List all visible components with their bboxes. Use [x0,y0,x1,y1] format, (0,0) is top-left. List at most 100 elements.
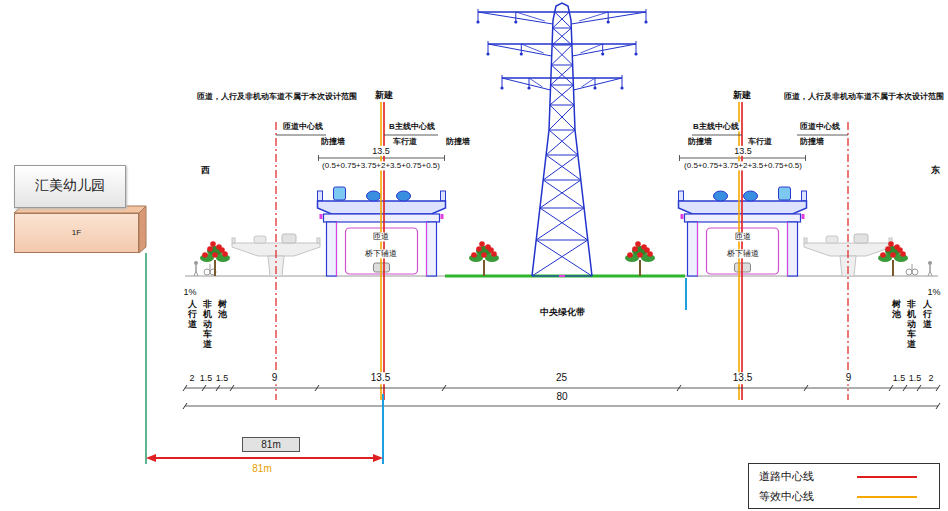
tower-brace [543,180,584,208]
tower-strut [549,130,575,131]
insulator-string [502,78,503,87]
slope-label: 1% [926,287,941,297]
crash-barrier [318,191,323,201]
lane-label: 非机动车道 [907,300,916,349]
dimension-tick [202,385,206,391]
lane-label: 中央绿化带 [539,307,586,317]
lane-label: 非机动车道 [203,300,212,349]
ramp-barrier [804,238,807,243]
dimension-text: 25 [555,372,568,384]
part-label: 防撞墙 [687,137,713,146]
insulator-end [634,52,637,55]
tower-strut [551,65,572,66]
bicycle-rider [912,264,913,272]
dimension-text: 13.5 [733,146,753,156]
crossarm-tip [502,75,503,78]
tower-brace [540,208,588,240]
ramp-vehicle [282,234,296,243]
transmission-tower [476,3,647,276]
pedestrian-leg [928,271,930,276]
tree-flower [476,246,482,252]
pedestrian-body [929,265,931,271]
part-label: 防撞墙 [320,137,346,146]
dimension-tick [805,155,806,161]
ramp-barrier [317,238,320,243]
pedestrian-icon [194,261,198,276]
insulator-string [521,44,522,53]
lane-label: 树池 [218,300,227,320]
pedestrian-head [194,261,198,265]
tower-crossarm [478,11,646,13]
dimension-text: 13.5 [370,372,391,384]
node-label: 1F [72,228,81,237]
bicycle-icon [906,264,918,275]
bearing-mark [681,214,684,219]
tower-crossarm-brace [582,78,595,87]
tree-flower [210,241,216,247]
tree-flower [897,247,903,253]
dimension-tick [183,403,187,409]
tower-strut [543,180,581,181]
crossarm-tip [488,41,489,44]
arrow-head [146,454,156,462]
tree-symbol [200,241,230,276]
insulator-string [608,12,609,21]
lane-label: 树池 [892,300,901,320]
crossarm-tip [646,9,647,12]
bus-icon [779,187,791,200]
dimension-tick [677,385,681,391]
tree-flower [479,241,485,247]
pier-edge [426,222,427,276]
building-name-box: 汇美幼儿园 [14,165,126,208]
crash-barrier [441,191,446,201]
pedestrian-body [195,265,197,271]
construction-label: 新建 [732,90,752,100]
insulator-end [514,20,517,23]
tower-brace [551,65,573,85]
label-leader [692,135,742,136]
tower-brace [553,28,572,45]
crash-barrier [679,191,684,201]
tower-crossarm [502,77,622,79]
tree-flower [635,241,641,247]
centerline-label: B主线中心线 [388,122,436,131]
arrow-head [373,454,383,462]
bicycle-wheel [906,269,912,275]
building-block: 1F [14,213,139,253]
tower-crossarm-chord [478,12,553,24]
insulator-end [500,86,503,89]
ramp-vehicle [854,234,868,243]
tree-flower [207,246,213,252]
tower-brace [551,85,574,105]
pedestrian-head [928,261,932,265]
tower-strut [540,208,584,209]
tower-brace [552,45,573,65]
ground-line [185,276,445,277]
dimension-text: 1.5 [908,373,923,383]
scope-note: 匝道，人行及非机动车道不属于本次设计范围 [783,92,945,101]
tree-flower [481,252,487,258]
centerline-label: B主线中心线 [692,122,740,131]
tower-brace [550,105,575,130]
insulator-string [488,44,489,53]
part-label: 防撞墙 [799,137,825,146]
label-leader [276,135,326,136]
tree-flower [637,252,643,258]
pier-edge [336,222,337,276]
tree-flower [627,252,633,258]
ramp-vehicle [826,236,838,243]
tower-brace [550,85,573,105]
dimension-line [185,388,938,389]
tower-strut [532,276,592,277]
dimension-tick [903,385,907,391]
tower-strut [551,85,574,86]
bicycle-wheel [204,269,210,275]
dimension-tick [917,385,921,391]
legend-line-sample [857,476,917,478]
part-label: 防撞墙 [445,137,471,146]
tower-brace [546,130,575,155]
dimension-text: 1.5 [199,373,214,383]
ramp-vehicle [254,236,266,243]
pier [788,222,798,276]
